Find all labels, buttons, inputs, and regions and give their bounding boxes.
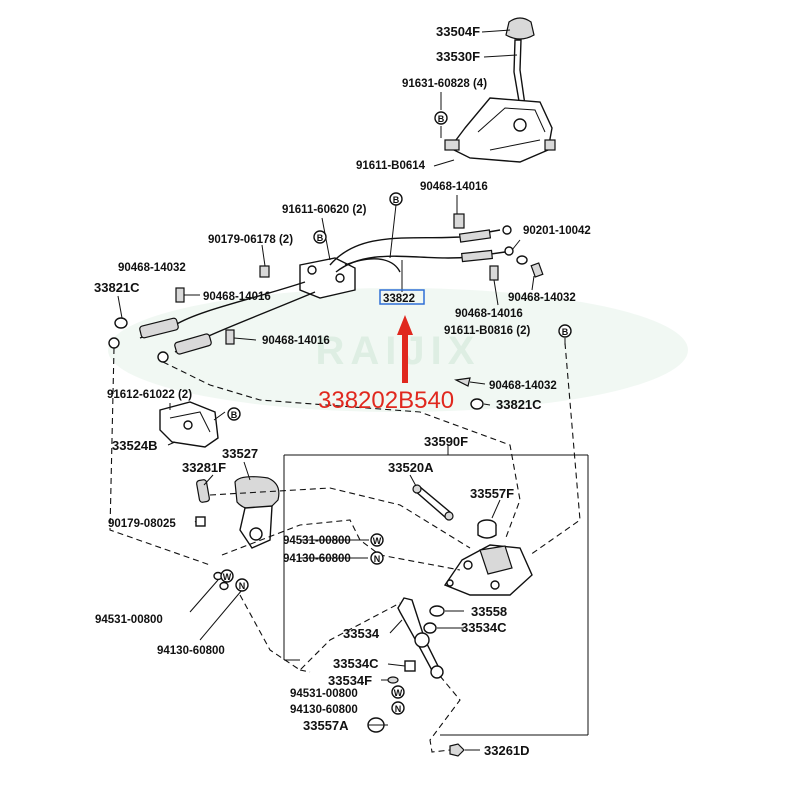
clip-90468-c-part — [225, 329, 235, 345]
label-nut-94130-c: 94130-60800 — [290, 704, 358, 716]
label-nut-94130-a: 94130-60800 — [283, 553, 351, 565]
pin-33281f-part — [196, 479, 210, 503]
label-nut-90179-06178: 90179-06178 (2) — [208, 234, 293, 246]
b-callout-symbol: B — [227, 407, 241, 421]
shift-lever-rod — [513, 39, 526, 108]
svg-text:B: B — [393, 195, 400, 205]
label-lever: 33530F — [436, 49, 480, 64]
label-bracket-33524b: 33524B — [112, 438, 158, 453]
svg-text:W: W — [223, 572, 232, 582]
watermark: RAIJIX — [108, 288, 688, 412]
label-washer-94531-a: 94531-00800 — [283, 535, 351, 547]
highlight-annotation: 33822 338202B540 — [318, 289, 454, 414]
housing-33590f-box — [283, 445, 589, 757]
bolt-33261d-part — [449, 743, 465, 757]
label-nut-90179-08025: 90179-08025 — [108, 518, 176, 530]
n-callout-symbol: N — [391, 701, 405, 715]
shift-knob-part — [505, 17, 535, 40]
label-clip-90468-14032-c: 90468-14032 — [489, 380, 557, 392]
n-callout-symbol: N — [235, 578, 249, 592]
b-callout-symbol: B — [389, 192, 403, 206]
label-link-33520a: 33520A — [388, 460, 434, 475]
label-clip-90468-14032-b: 90468-14032 — [508, 292, 576, 304]
shift-cable-assembly — [108, 204, 544, 410]
dashed-routing-lines — [109, 342, 581, 753]
svg-text:B: B — [317, 233, 324, 243]
label-bolt-91631: 91631-60828 (4) — [402, 78, 487, 90]
label-target-33822: 33822 — [383, 293, 415, 305]
label-bushing-33557a: 33557A — [303, 718, 349, 733]
label-bolt-91611-b0614: 91611-B0614 — [356, 160, 426, 172]
clip-90468-d-part — [489, 265, 499, 281]
label-bolt-91612: 91612-61022 (2) — [107, 389, 192, 401]
b-callout-symbol: B — [313, 230, 327, 244]
red-arrow — [397, 315, 413, 383]
b-callout-symbol: B — [558, 324, 572, 338]
label-clip-90468-d: 90468-14016 — [262, 335, 330, 347]
svg-text:W: W — [373, 536, 382, 546]
shift-lever-assembly — [440, 17, 556, 163]
label-clip-90468-a: 90468-14016 — [420, 181, 488, 193]
label-nut-94130-b: 94130-60800 — [157, 645, 225, 657]
svg-text:N: N — [239, 581, 246, 591]
b-callout-symbol: B — [434, 111, 448, 125]
part-labels: 33504F 33530F 91631-60828 (4) 91611-B061… — [94, 24, 591, 758]
w-callout-symbol: W — [220, 569, 234, 583]
label-clip-90468-14032-a: 90468-14032 — [118, 262, 186, 274]
label-bolt-91611-b0816: 91611-B0816 (2) — [444, 325, 530, 337]
svg-text:B: B — [231, 410, 238, 420]
label-retainer-33821c-b: 33821C — [496, 397, 542, 412]
collar-33534c-part — [404, 660, 416, 672]
label-bolt-33261d: 33261D — [484, 743, 530, 758]
label-collar-33534c-b: 33534C — [333, 656, 379, 671]
svg-text:B: B — [562, 327, 569, 337]
bushing-33558-part — [429, 605, 445, 617]
label-bellcrank-33527: 33527 — [222, 446, 258, 461]
n-callout-symbol: N — [370, 551, 384, 565]
label-lever-33534: 33534 — [343, 626, 380, 641]
shift-base-housing — [448, 97, 553, 163]
label-housing-33590f: 33590F — [424, 434, 468, 449]
label-washer-90201: 90201-10042 — [523, 225, 591, 237]
nut-90179-part — [259, 265, 270, 278]
label-washer-33534f: 33534F — [328, 673, 372, 688]
w-callout-symbol: W — [391, 685, 405, 699]
label-clip-90468-c: 90468-14016 — [455, 308, 523, 320]
target-label-box — [379, 289, 425, 305]
label-washer-94531-c: 94531-00800 — [290, 688, 358, 700]
label-clip-90468-b: 90468-14016 — [203, 291, 271, 303]
highlight-part-number: 338202B540 — [318, 387, 454, 414]
left-bracket-assembly — [159, 401, 280, 591]
label-collar-33534c-a: 33534C — [461, 620, 507, 635]
label-knob: 33504F — [436, 24, 480, 39]
svg-text:W: W — [394, 688, 403, 698]
clip-90468-b-part — [175, 287, 185, 303]
w-callout-symbol: W — [370, 533, 384, 547]
label-retainer-33821c-a: 33821C — [94, 280, 140, 295]
svg-text:N: N — [395, 704, 402, 714]
label-bushing-33558: 33558 — [471, 604, 507, 619]
label-bolt-91611-60620: 91611-60620 (2) — [282, 204, 367, 216]
clip-90468-a-part — [453, 213, 465, 229]
svg-text:B: B — [438, 114, 445, 124]
watermark-text: RAIJIX — [316, 329, 481, 373]
svg-text:N: N — [374, 554, 381, 564]
label-bushing-33557f: 33557F — [470, 486, 514, 501]
label-pin-33281f: 33281F — [182, 460, 226, 475]
callout-symbols: B B B B B W N W — [220, 111, 572, 715]
label-washer-94531-b: 94531-00800 — [95, 614, 163, 626]
